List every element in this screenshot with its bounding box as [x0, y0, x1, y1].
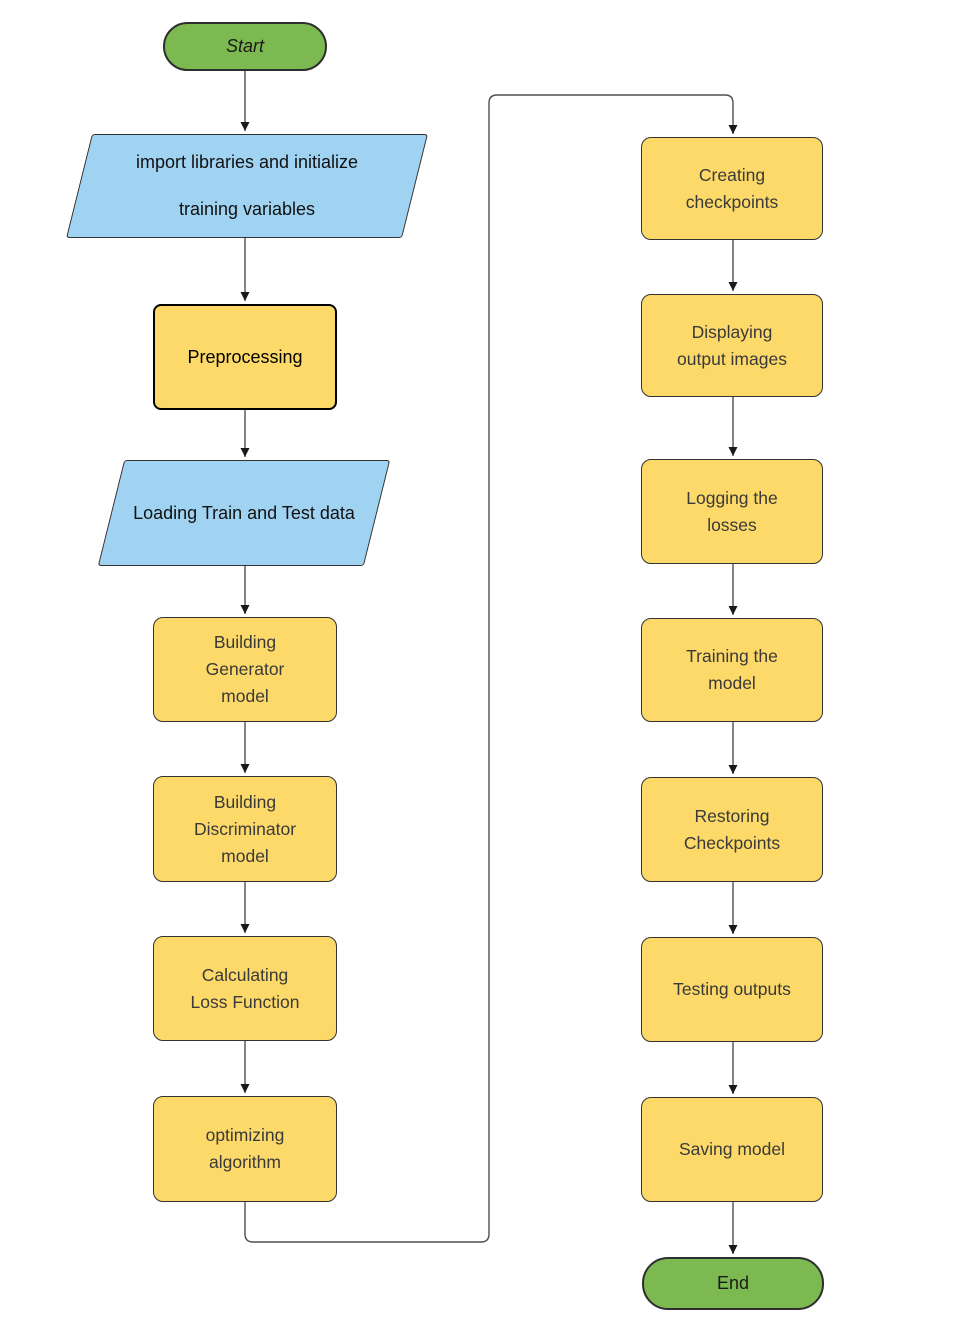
logging-losses-process: Logging the losses — [641, 459, 823, 564]
start-label: Start — [225, 36, 264, 56]
calculating-loss-label: Calculating Loss Function — [190, 964, 300, 1012]
end-label: End — [716, 1273, 750, 1293]
calculating-loss-process: Calculating Loss Function — [153, 936, 337, 1041]
preprocessing-process: Preprocessing — [153, 304, 337, 410]
restoring-checkpoints-label: Restoring Checkpoints — [683, 805, 781, 853]
edge-optimizing-creating-loop — [244, 94, 738, 1243]
building-generator-process: Building Generator model — [153, 617, 337, 722]
building-generator-label: Building Generator model — [205, 632, 285, 706]
loading-data-label: Loading Train and Test data — [133, 502, 355, 523]
import-libraries-label: import libraries and initialize training… — [135, 152, 359, 219]
start-terminator: Start — [163, 22, 327, 71]
creating-checkpoints-process: Creating checkpoints — [641, 137, 823, 240]
import-libraries-parallelogram: import libraries and initialize training… — [66, 134, 428, 238]
restoring-checkpoints-process: Restoring Checkpoints — [641, 777, 823, 882]
loading-data-parallelogram: Loading Train and Test data — [97, 460, 391, 566]
optimizing-algorithm-process: optimizing algorithm — [153, 1096, 337, 1202]
optimizing-algorithm-label: optimizing algorithm — [205, 1125, 285, 1172]
displaying-output-process: Displaying output images — [641, 294, 823, 397]
training-model-label: Training the model — [686, 646, 778, 693]
saving-model-label: Saving model — [678, 1139, 786, 1159]
displaying-output-label: Displaying output images — [677, 321, 787, 369]
building-discriminator-label: Building Discriminator model — [193, 791, 297, 866]
preprocessing-label: Preprocessing — [187, 346, 303, 367]
testing-outputs-process: Testing outputs — [641, 937, 823, 1042]
end-terminator: End — [642, 1257, 824, 1310]
testing-outputs-label: Testing outputs — [673, 979, 791, 999]
saving-model-process: Saving model — [641, 1097, 823, 1202]
training-model-process: Training the model — [641, 618, 823, 722]
creating-checkpoints-label: Creating checkpoints — [685, 164, 779, 212]
building-discriminator-process: Building Discriminator model — [153, 776, 337, 882]
logging-losses-label: Logging the losses — [686, 487, 778, 535]
